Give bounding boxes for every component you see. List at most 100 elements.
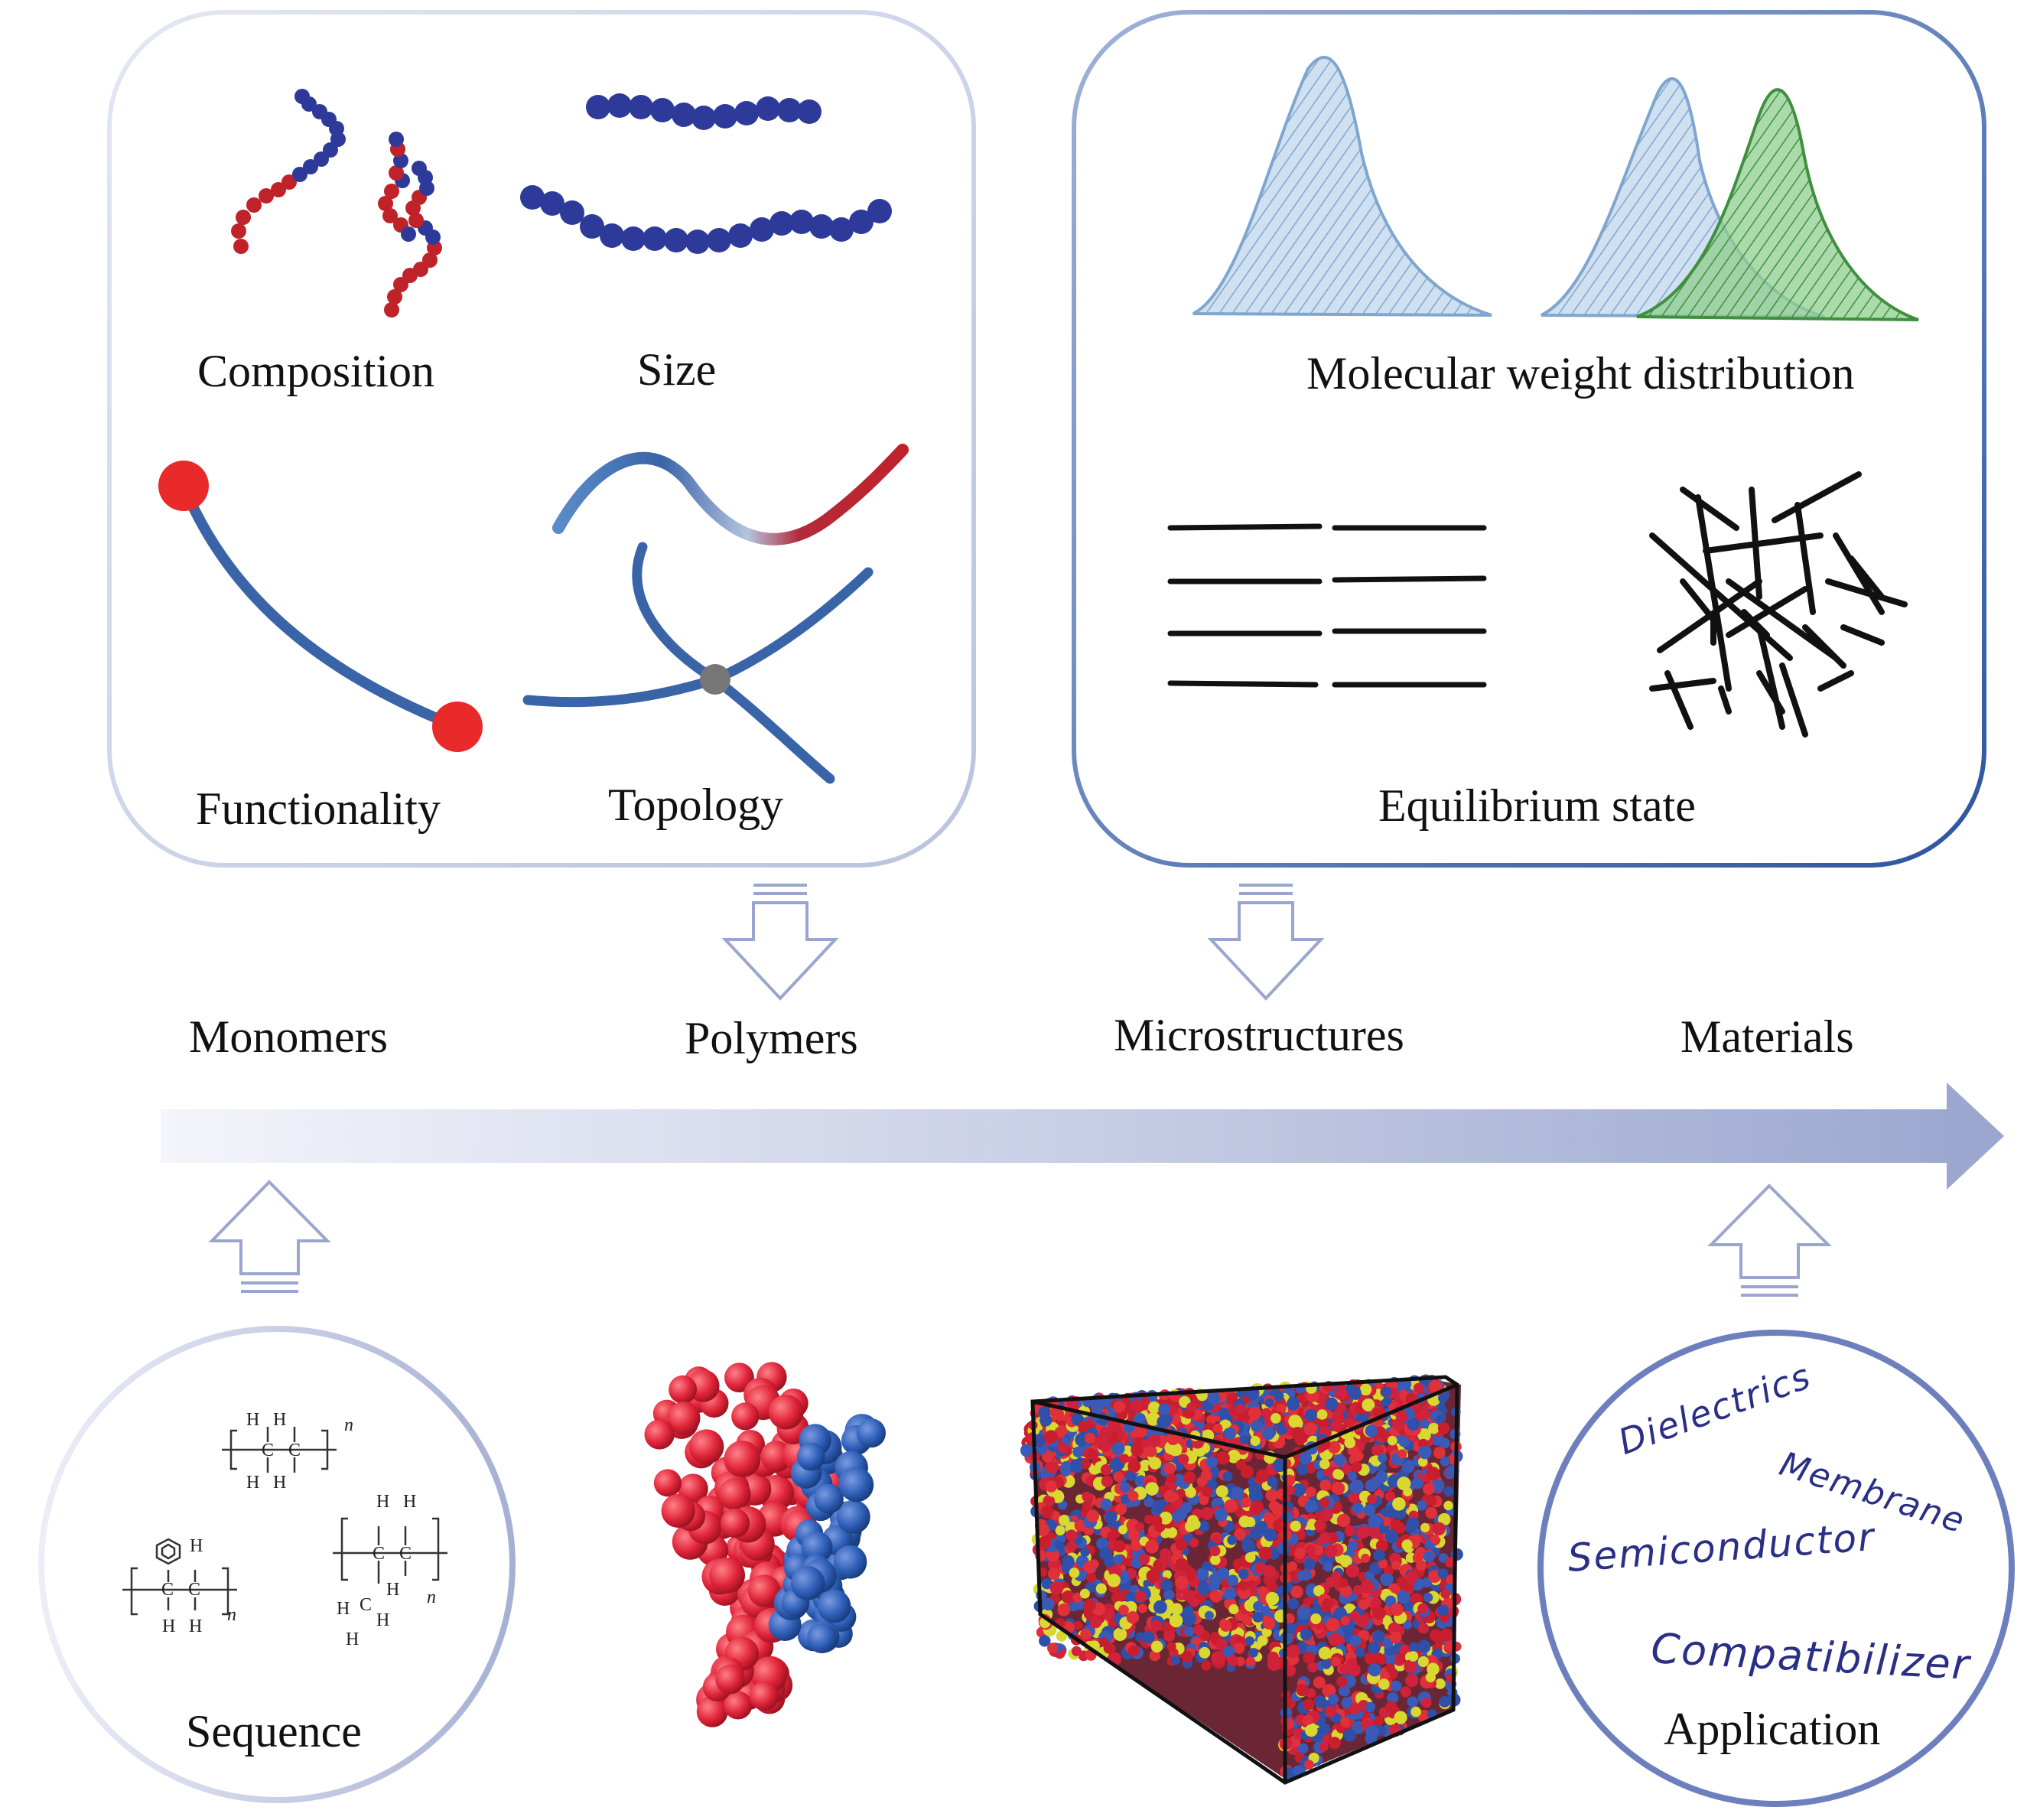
particle — [1250, 1500, 1264, 1514]
particle — [1251, 1420, 1264, 1433]
particle — [1101, 1475, 1113, 1487]
stick — [1848, 555, 1885, 600]
particle — [1297, 1571, 1306, 1581]
particle — [1218, 1408, 1230, 1419]
particle — [1265, 1581, 1277, 1593]
stick — [1680, 487, 1739, 531]
atom-n: n — [427, 1587, 436, 1607]
particle — [1124, 1591, 1137, 1603]
polymer-bead-model — [644, 1362, 887, 1727]
simulation-box — [1020, 1374, 1463, 1785]
ordered-state — [1167, 523, 1487, 688]
particle — [1265, 1489, 1278, 1502]
stick — [1833, 532, 1885, 615]
bead — [756, 96, 780, 121]
particle — [1113, 1554, 1124, 1564]
particle — [1313, 1585, 1325, 1597]
bead-red — [669, 1375, 698, 1404]
particle — [1072, 1447, 1084, 1458]
particle — [1411, 1477, 1424, 1490]
particle — [1430, 1534, 1440, 1545]
particle — [1175, 1576, 1189, 1590]
particle — [1440, 1588, 1451, 1599]
particle — [1384, 1595, 1397, 1607]
particle — [1323, 1561, 1333, 1572]
particle — [1420, 1522, 1430, 1533]
particle — [1381, 1572, 1392, 1584]
particle — [1287, 1397, 1300, 1411]
particle — [1345, 1564, 1360, 1578]
particle — [1127, 1459, 1141, 1473]
particle — [1150, 1620, 1162, 1631]
label-equilibrium-state: Equilibrium state — [1378, 780, 1696, 831]
particle — [1372, 1630, 1385, 1643]
microstructure-properties-frame — [1072, 10, 1986, 868]
particle — [1321, 1598, 1333, 1610]
particle — [1348, 1540, 1358, 1551]
particle — [1091, 1401, 1104, 1413]
particle — [1387, 1435, 1397, 1446]
stick — [1718, 685, 1732, 715]
particle — [1061, 1590, 1075, 1604]
particle — [1224, 1499, 1238, 1513]
stick — [1779, 663, 1808, 737]
bead — [271, 182, 286, 197]
particle — [1314, 1695, 1327, 1708]
particle — [1163, 1589, 1175, 1601]
particle — [1417, 1623, 1430, 1634]
bead — [560, 200, 584, 225]
particle — [1384, 1491, 1396, 1502]
particle — [1071, 1646, 1082, 1656]
atom-h: H — [346, 1630, 359, 1649]
bead — [387, 289, 402, 304]
particle — [1040, 1505, 1054, 1519]
atom-n: n — [227, 1605, 236, 1625]
particle — [1210, 1631, 1220, 1642]
label-application: Application — [1664, 1704, 1881, 1754]
particle — [1426, 1467, 1440, 1481]
particle — [1407, 1696, 1418, 1708]
particle — [1347, 1471, 1357, 1481]
bead — [664, 228, 688, 252]
particle — [1114, 1503, 1127, 1516]
particle — [1438, 1393, 1448, 1403]
particle — [1138, 1553, 1150, 1565]
bead-red — [667, 1402, 701, 1435]
particle — [1254, 1562, 1267, 1574]
particle — [1324, 1544, 1338, 1558]
particle — [1331, 1656, 1341, 1666]
particle — [1121, 1494, 1131, 1504]
particle — [1177, 1454, 1189, 1465]
particle — [1339, 1584, 1352, 1597]
particle — [1336, 1513, 1351, 1528]
particle — [1326, 1617, 1340, 1632]
particle — [1118, 1525, 1127, 1535]
particle — [1331, 1411, 1344, 1424]
particle — [1147, 1434, 1161, 1448]
particle — [1272, 1459, 1286, 1473]
particle — [1423, 1483, 1435, 1496]
particle — [1148, 1401, 1160, 1414]
particle — [1249, 1528, 1261, 1540]
particle — [1100, 1463, 1112, 1476]
particle — [1392, 1497, 1406, 1511]
bead-blue — [813, 1483, 844, 1514]
bead-red — [661, 1493, 695, 1528]
particle — [1338, 1577, 1349, 1588]
particle — [1183, 1626, 1195, 1637]
particle — [1248, 1406, 1262, 1420]
particle — [1355, 1647, 1365, 1658]
particle — [1082, 1492, 1092, 1502]
particle — [1445, 1557, 1456, 1568]
particle — [1290, 1585, 1303, 1599]
particle — [1205, 1456, 1218, 1468]
particle — [1325, 1397, 1339, 1411]
particle — [1292, 1483, 1306, 1497]
particle — [1304, 1408, 1317, 1421]
particle — [1228, 1603, 1239, 1615]
particle — [1079, 1588, 1090, 1599]
particle — [1391, 1603, 1404, 1617]
particle — [1389, 1631, 1402, 1644]
particle — [1368, 1641, 1381, 1655]
particle — [1255, 1469, 1270, 1483]
